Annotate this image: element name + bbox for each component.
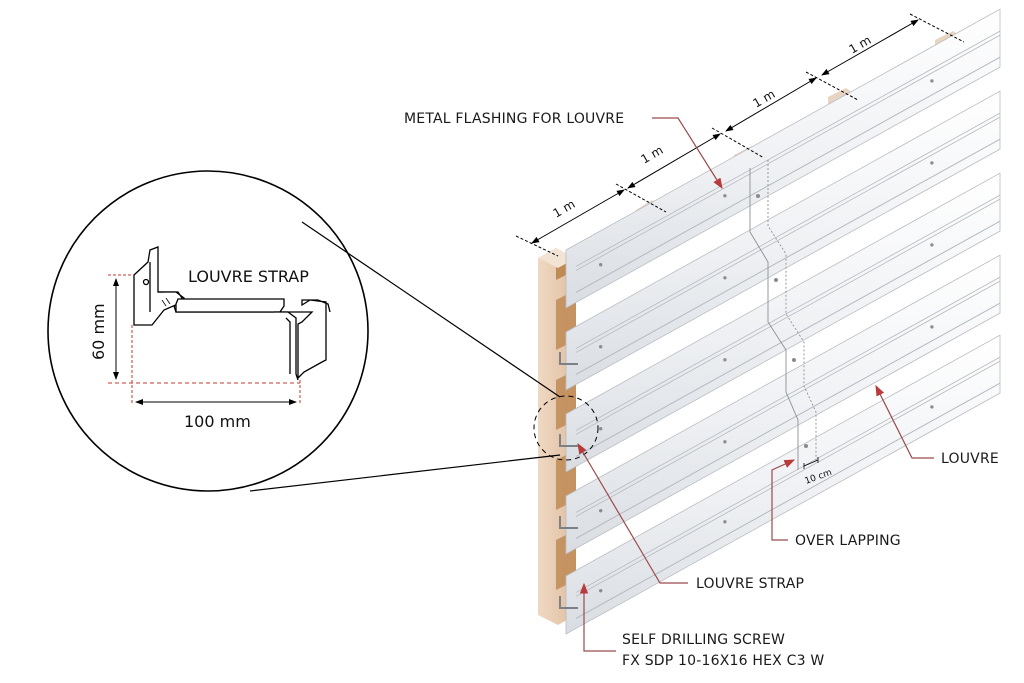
dimension-line-2 xyxy=(627,133,721,189)
screw-label-line2: FX SDP 10-16X16 HEX C3 W xyxy=(622,653,824,669)
louvre-blade-body xyxy=(565,254,1001,555)
louvre-blade-edge xyxy=(575,302,1001,539)
screw-dot xyxy=(599,427,603,431)
spacing-label-1: 1 m xyxy=(551,197,578,221)
louvre-blade-edge xyxy=(575,356,1001,593)
louvre-blade-edge xyxy=(575,280,1001,517)
louvre-blade-edge xyxy=(575,116,1001,353)
callout-self-drilling-screw: SELF DRILLING SCREW FX SDP 10-16X16 HEX … xyxy=(579,582,824,669)
overlap-joint xyxy=(749,160,817,470)
louvre-strap-bracket xyxy=(559,516,578,529)
louvre-blade-edge xyxy=(575,34,1001,271)
louvre-blade xyxy=(559,254,1001,555)
louvre-blades xyxy=(559,8,1001,635)
callout-louvre: LOUVRE xyxy=(875,384,999,467)
louvre-blade-body xyxy=(565,90,1001,391)
dimension-line-1 xyxy=(531,189,625,244)
screw-dot xyxy=(723,194,727,198)
screw-dot xyxy=(599,589,603,593)
spacing-label-2: 1 m xyxy=(639,143,666,167)
screw-dot xyxy=(599,345,603,349)
louvre-blade-edge xyxy=(575,276,1001,513)
louvre-blade xyxy=(559,172,1001,473)
height-label: 60 mm xyxy=(89,303,108,360)
screw-dot xyxy=(930,161,934,165)
spacing-dimensions: 1 m 1 m 1 m 1 m xyxy=(515,13,965,257)
spacing-label-3: 1 m xyxy=(751,87,778,111)
louvre-blade xyxy=(559,90,1001,391)
screw-dot xyxy=(723,358,727,362)
louvre-blade-edge xyxy=(575,30,1001,267)
louvre-strap-bracket xyxy=(559,434,578,447)
louvre-blade-edge xyxy=(575,198,1001,435)
louvre-blade-body xyxy=(565,172,1001,473)
detail-connector-bottom xyxy=(249,454,561,492)
screw-dot xyxy=(723,520,727,524)
louvre-blade xyxy=(565,8,1001,309)
screw-dot xyxy=(930,325,934,329)
width-label: 100 mm xyxy=(184,412,251,431)
louvre-blade-body xyxy=(565,8,1001,309)
callout-metal-flashing: METAL FLASHING FOR LOUVRE xyxy=(404,111,723,190)
screw-dot xyxy=(930,79,934,83)
dimension-line-3 xyxy=(725,77,817,132)
detail-focus-circle xyxy=(533,395,599,461)
louvre-strap-detail: LOUVRE STRAP 60 mm 100 mm xyxy=(47,170,599,492)
louvre-strap-bracket xyxy=(559,596,578,609)
louvre-blade xyxy=(559,334,1001,635)
louvre-strap-bracket xyxy=(559,352,578,365)
screw-dot xyxy=(723,440,727,444)
louvre-blade-edge xyxy=(575,382,1001,619)
screw-dot xyxy=(930,405,934,409)
louvre-blade-edge xyxy=(575,138,1001,375)
metal-flashing-label: METAL FLASHING FOR LOUVRE xyxy=(404,111,624,127)
detail-title: LOUVRE STRAP xyxy=(188,267,309,286)
louvre-label: LOUVRE xyxy=(941,451,999,467)
screw-dot xyxy=(599,263,603,267)
louvre-blade-edge xyxy=(575,56,1001,293)
louvre-blade-edge xyxy=(575,112,1001,349)
louvre-strap-label: LOUVRE STRAP xyxy=(696,576,804,592)
screw-dot xyxy=(723,276,727,280)
screw-dot xyxy=(930,243,934,247)
dimension-line-4 xyxy=(821,19,919,76)
detail-circle xyxy=(47,170,369,492)
screw-label-line1: SELF DRILLING SCREW xyxy=(622,632,785,648)
louvre-blade-edge xyxy=(575,360,1001,597)
louvre-blade-edge xyxy=(575,194,1001,431)
louvre-blade-body xyxy=(565,334,1001,635)
over-lapping-label: OVER LAPPING xyxy=(795,533,901,549)
screw-dot xyxy=(599,509,603,513)
detail-connector-top xyxy=(301,221,561,398)
louvre-blade-edge xyxy=(575,220,1001,457)
callout-louvre-strap: LOUVRE STRAP xyxy=(577,442,804,592)
strap-profile xyxy=(133,246,331,381)
